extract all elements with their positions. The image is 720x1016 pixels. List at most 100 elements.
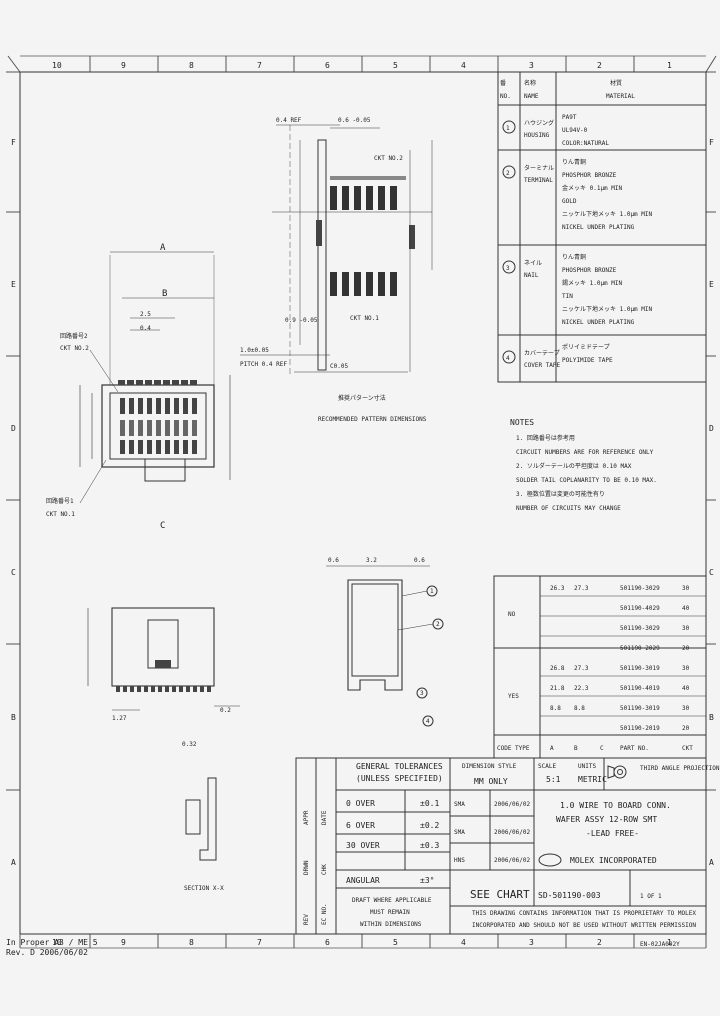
chart-col-header: A <box>550 745 554 752</box>
note-line: 1. 回路番号は参考用 <box>516 434 575 442</box>
col-marker: 10 <box>52 61 62 70</box>
units-val: METRIC <box>578 775 607 784</box>
lead-top <box>127 380 134 385</box>
pin-bot <box>129 440 134 454</box>
lead-top <box>181 380 188 385</box>
chart-yes-label: YES <box>508 693 519 700</box>
col-marker: 10 <box>52 938 62 947</box>
pin-top <box>165 398 170 414</box>
molex-logo <box>538 853 562 867</box>
chart-no-label: NO <box>508 611 516 618</box>
front-lead <box>116 686 120 692</box>
chart-col-header: PART NO. <box>620 745 649 752</box>
mm-only: MM ONLY <box>474 777 508 786</box>
draft-note-3: WITHIN DIMENSIONS <box>360 921 422 928</box>
pad <box>330 186 337 210</box>
row-marker: F <box>11 138 16 147</box>
section-view: 0.32 SECTION X-X <box>182 741 224 892</box>
pad <box>366 186 373 210</box>
chart-cell: 30 <box>682 625 690 632</box>
title-line-1: 1.0 WIRE TO BOARD CONN. <box>560 801 671 810</box>
chart-cell: 21.8 <box>550 685 565 692</box>
col-marker: 1 <box>667 61 672 70</box>
pin-top <box>183 398 188 414</box>
section-label: SECTION X-X <box>184 885 224 892</box>
col-marker: 9 <box>121 61 126 70</box>
material-name-jp: ターミナル <box>524 164 554 172</box>
pitch-label: PITCH 0.4 REF <box>240 361 287 368</box>
date-1: 2006/06/02 <box>494 801 531 808</box>
front-view: 1.27 0.2 <box>87 607 240 722</box>
dim-C: C <box>160 521 165 531</box>
material-spec: COLOR:NATURAL <box>562 140 609 147</box>
material-balloon <box>502 120 516 134</box>
pad <box>390 186 397 210</box>
see-chart: SEE CHART <box>470 888 530 901</box>
pin-bot <box>156 440 161 454</box>
chart-cell: 501190-4029 <box>620 605 660 612</box>
rev-label: APPR <box>303 810 310 825</box>
pin-bot <box>147 440 152 454</box>
material-spec: 錫メッキ 1.0μm MIN <box>562 279 623 287</box>
balloon-3 <box>416 687 428 699</box>
tol-row2-v: ±0.2 <box>420 821 439 830</box>
mt-h-mat-en: MATERIAL <box>606 93 635 100</box>
title-line-2: WAFER ASSY 12-ROW SMT <box>556 815 657 824</box>
lead-top <box>190 380 197 385</box>
rev-label: EC NO. <box>321 903 328 925</box>
chart-cell: 8.8 <box>550 705 561 712</box>
note-line: CIRCUIT NUMBERS ARE FOR REFERENCE ONLY <box>516 449 654 456</box>
col-marker: 4 <box>461 61 466 70</box>
pad <box>342 272 349 296</box>
side-view: 0.6 3.2 0.6 1 2 3 4 <box>326 557 444 727</box>
material-name-jp: ネイル <box>524 260 542 267</box>
chart-col-header: C <box>600 745 604 752</box>
pad <box>330 272 337 296</box>
pin-top <box>129 398 134 414</box>
row-marker: B <box>709 713 714 722</box>
material-spec: ニッケル下地メッキ 1.0μm MIN <box>562 210 653 218</box>
chart-cell: 40 <box>682 685 690 692</box>
pin-mid <box>165 420 170 436</box>
mt-h-name-en: NAME <box>524 93 539 100</box>
material-spec: POLYIMIDE TAPE <box>562 357 613 364</box>
pin-bot <box>192 440 197 454</box>
note-line: 3. 極数位置は変更の可能性有り <box>516 490 605 498</box>
material-no: 1 <box>506 125 510 132</box>
notes-title: NOTES <box>510 418 534 427</box>
row-marker: D <box>709 424 714 433</box>
units-label: UNITS <box>578 763 596 770</box>
ckt-no2-label: CKT NO.2 <box>374 155 403 162</box>
material-spec: GOLD <box>562 198 577 205</box>
chart-cell: 8.8 <box>574 705 585 712</box>
doc-code: EN-02JA002Y <box>640 941 680 948</box>
pin-bot <box>183 440 188 454</box>
rev-label: DRWN <box>303 860 310 875</box>
dim-127: 1.27 <box>112 715 127 722</box>
tol-row3-k: 30 OVER <box>346 841 380 850</box>
row-marker: D <box>11 424 16 433</box>
projection-icon <box>607 765 627 779</box>
footer-line-1: In Proper A3 / ME 5 <box>6 938 98 947</box>
pad <box>378 272 385 296</box>
date-2: 2006/06/02 <box>494 829 531 836</box>
chart-cell: 30 <box>682 705 690 712</box>
balloon-2-num: 2 <box>436 621 440 628</box>
dim-A: A <box>160 243 166 253</box>
row-marker: E <box>709 280 714 289</box>
pin-mid <box>183 420 188 436</box>
front-lead <box>144 686 148 692</box>
material-table: 番 NO. 名称 NAME 材質 MATERIAL 1ハウジングHOUSINGP… <box>497 71 707 383</box>
front-lead <box>165 686 169 692</box>
chart-cell: 27.3 <box>574 665 589 672</box>
chart-cell: 501190-2019 <box>620 725 660 732</box>
col-marker: 8 <box>189 61 194 70</box>
proprietary-1: THIS DRAWING CONTAINS INFORMATION THAT I… <box>472 910 696 917</box>
pin-mid <box>174 420 179 436</box>
dim-section-02: 0.32 <box>182 741 197 748</box>
mt-h-no: 番 <box>500 80 506 87</box>
sheet: 1 OF 1 <box>640 893 662 900</box>
